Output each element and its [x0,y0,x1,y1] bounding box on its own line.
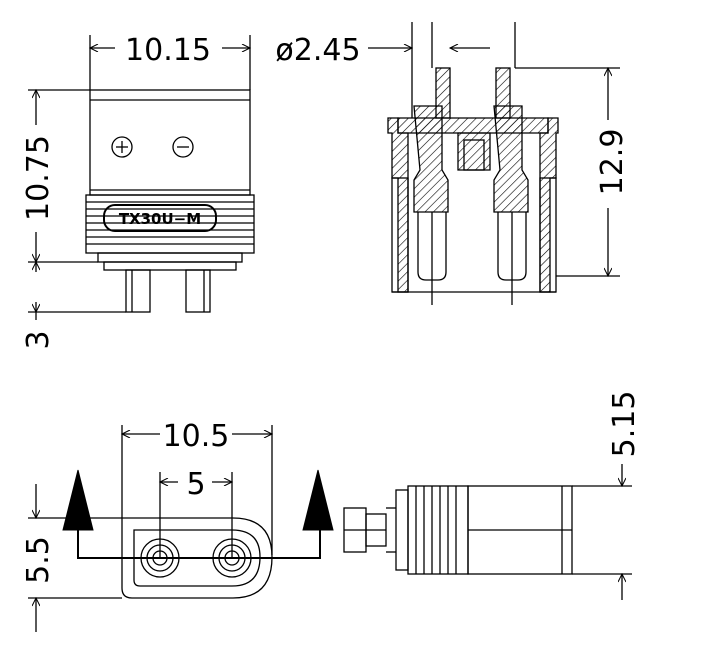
dim-height-body-label: 10.75 [21,135,56,221]
dim-pin-length-label: 3 [21,330,56,349]
dim-pin-diameter: ø2.45 [275,33,490,68]
dim-width-bottom: 10.5 [122,419,272,555]
dim-side-height-label: 5.15 [607,391,642,458]
dim-depth-bottom: 5.5 [21,484,122,632]
dim-width-top-label: 10.15 [125,33,211,68]
dim-height-section-label: 12.9 [595,129,630,196]
dim-pin-length: 3 [21,262,126,350]
plus-icon [111,136,133,158]
minus-icon [172,136,194,158]
dim-width-bottom-label: 10.5 [163,419,230,454]
dim-pin-spacing-label: 5 [186,467,205,502]
dim-pin-diameter-label: ø2.45 [275,33,360,68]
section-arrow-right-icon [302,469,334,531]
model-label: TX30U−M [119,210,201,228]
bottom-view [62,469,334,599]
side-view [343,485,573,575]
dim-side-height: 5.15 [572,391,642,600]
section-view [387,22,559,305]
dim-height-section: 12.9 [515,68,630,276]
front-view: TX30U−M [85,89,255,313]
dim-pin-spacing: 5 [160,467,232,558]
section-arrow-left-icon [62,469,94,531]
dim-width-top: 10.15 [90,33,250,90]
dim-depth-bottom-label: 5.5 [21,536,56,584]
